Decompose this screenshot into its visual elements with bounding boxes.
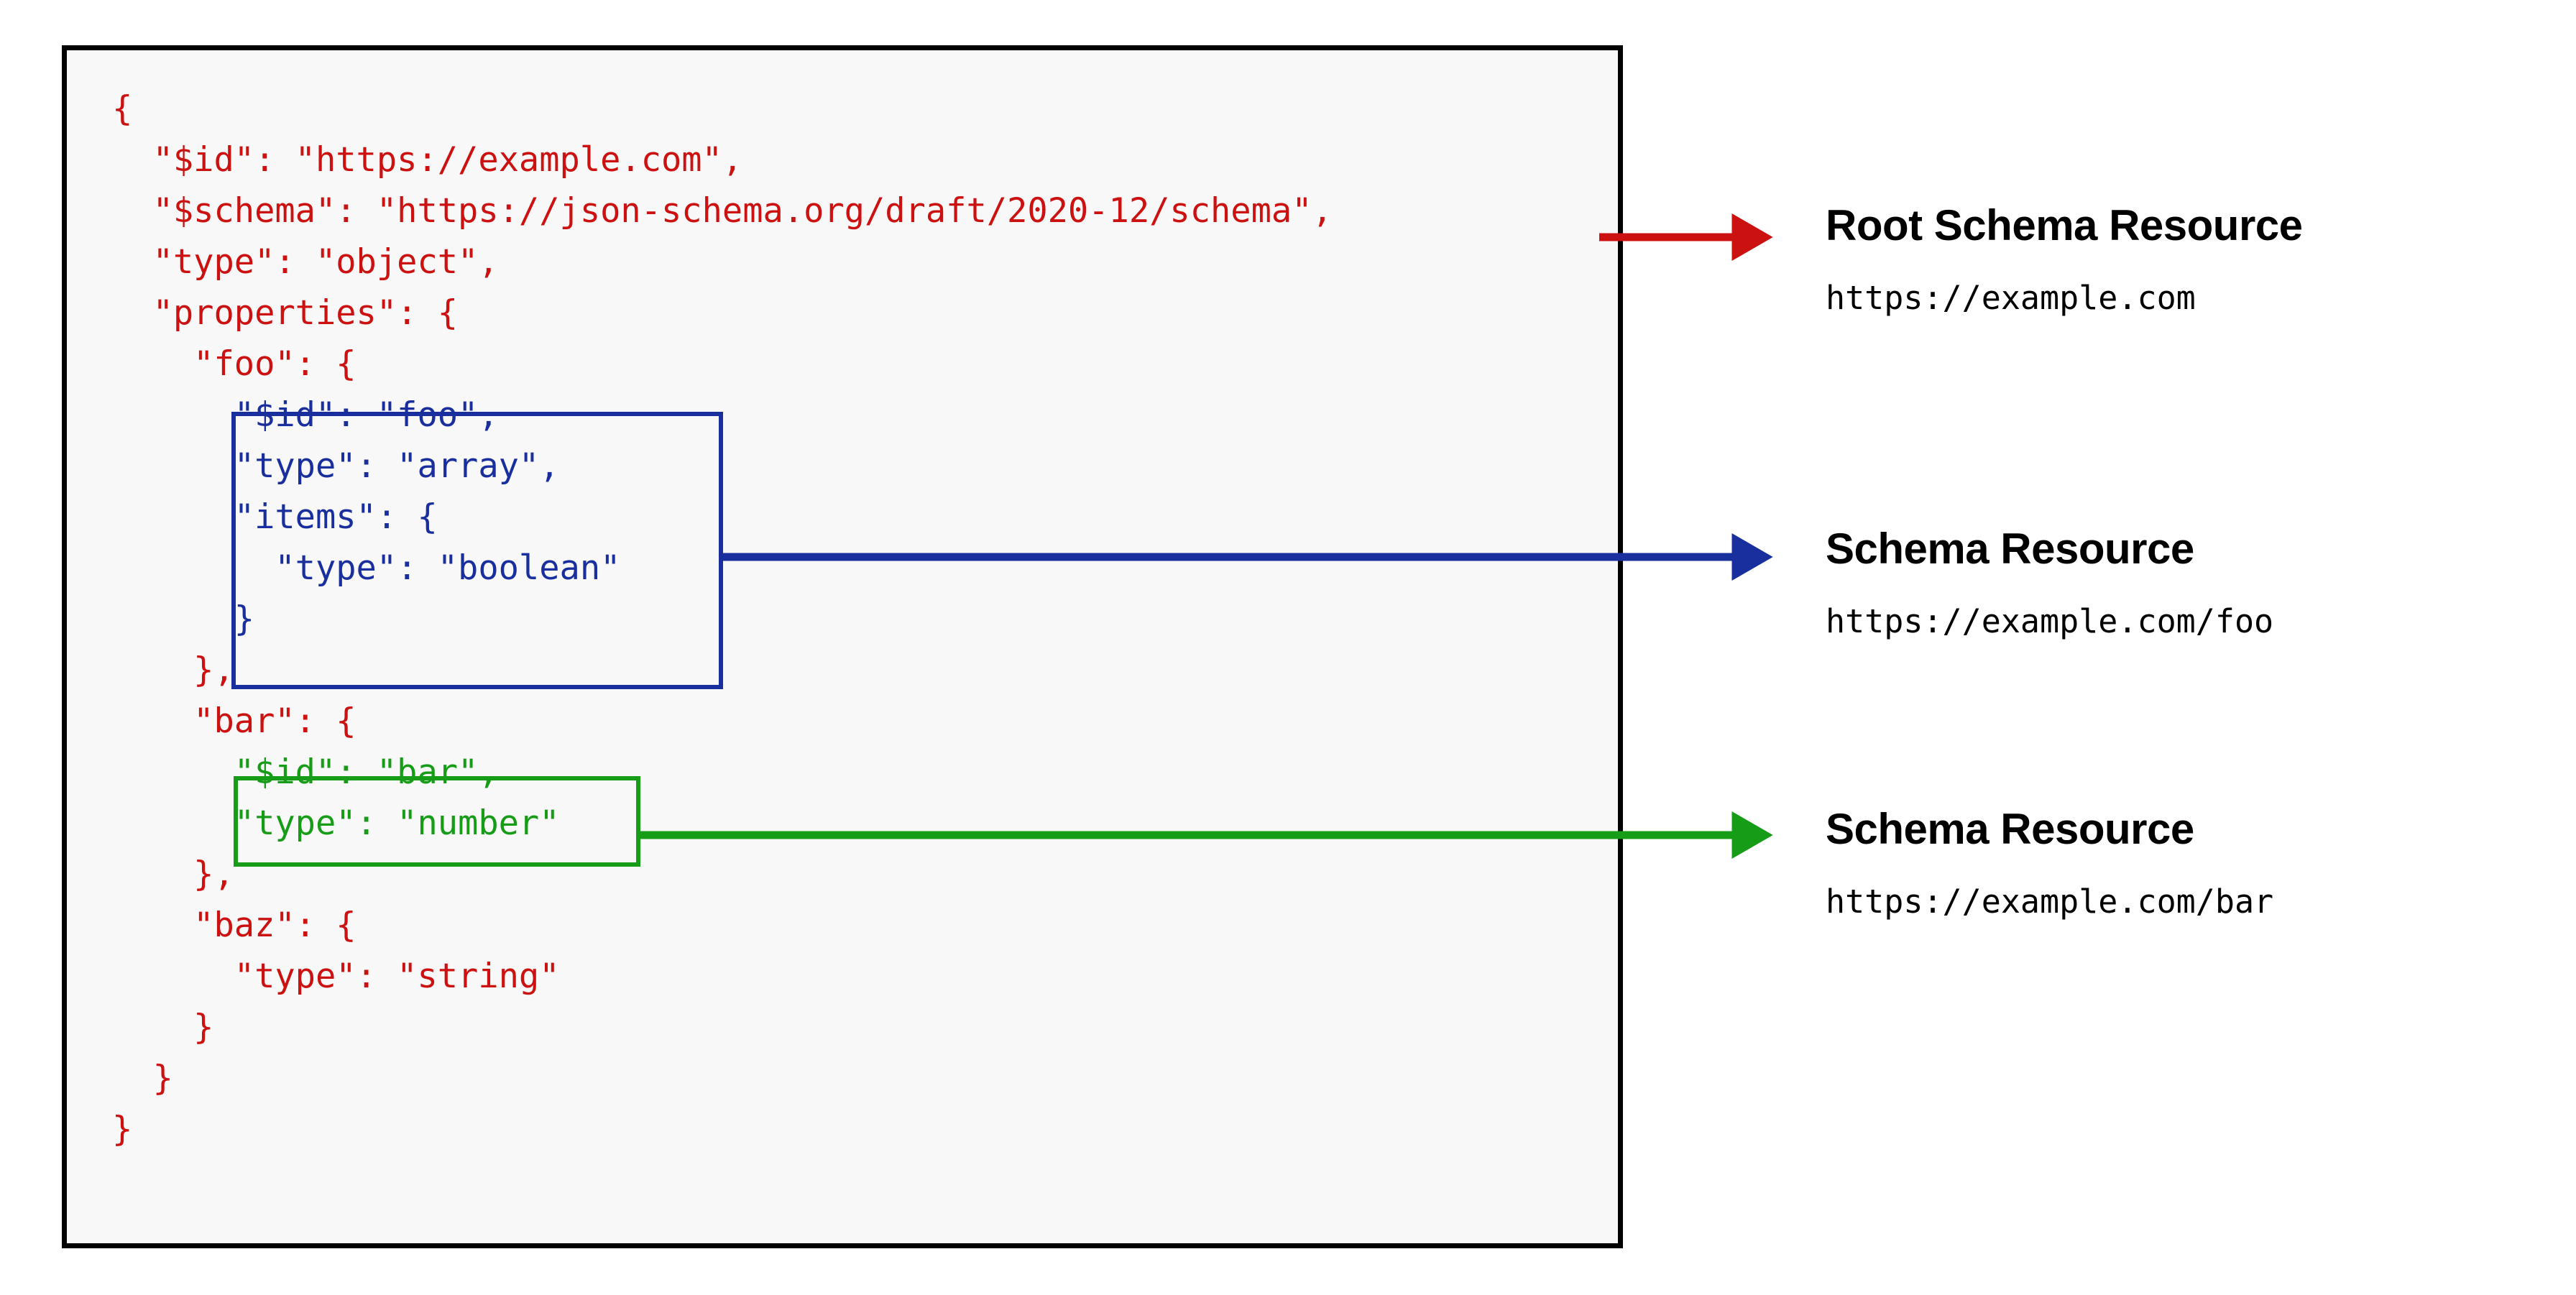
annotation-url: https://example.com/foo	[1826, 602, 2274, 640]
code-line: "type": "boolean"	[112, 548, 621, 588]
code-line: "$id": "https://example.com",	[112, 140, 743, 180]
code-line: }	[112, 1110, 133, 1149]
annotation-bar-schema: Schema Resource https://example.com/bar	[1826, 803, 2273, 923]
annotation-foo-schema: Schema Resource https://example.com/foo	[1826, 523, 2273, 642]
annotation-title: Schema Resource	[1826, 525, 2194, 573]
code-line: },	[112, 854, 234, 894]
code-line: "bar": {	[112, 701, 356, 741]
code-line: "type": "array",	[112, 446, 560, 486]
code-line: "type": "string"	[112, 957, 560, 996]
code-line: "properties": {	[112, 293, 459, 333]
json-schema-code: { "$id": "https://example.com", "$schema…	[112, 83, 1333, 1155]
code-line: "$id": "bar",	[112, 752, 499, 792]
annotation-title: Root Schema Resource	[1826, 201, 2303, 249]
code-panel: { "$id": "https://example.com", "$schema…	[62, 45, 1623, 1248]
annotation-root-schema: Root Schema Resource https://example.com	[1826, 200, 2303, 319]
code-line: }	[112, 1059, 173, 1098]
annotation-title: Schema Resource	[1826, 805, 2194, 853]
annotation-url: https://example.com	[1826, 279, 2196, 317]
code-line: "type": "number"	[112, 803, 560, 843]
code-line: "items": {	[112, 497, 438, 537]
code-line: },	[112, 650, 234, 690]
code-line: "baz": {	[112, 905, 356, 945]
code-line: }	[112, 1008, 214, 1047]
annotation-url: https://example.com/bar	[1826, 882, 2274, 921]
code-line: "type": "object",	[112, 242, 499, 282]
code-line: "$schema": "https://json-schema.org/draf…	[112, 191, 1333, 231]
code-line: "$id": "foo",	[112, 395, 499, 435]
code-line: "foo": {	[112, 344, 356, 384]
code-line: {	[112, 89, 133, 129]
code-line: }	[112, 599, 255, 639]
